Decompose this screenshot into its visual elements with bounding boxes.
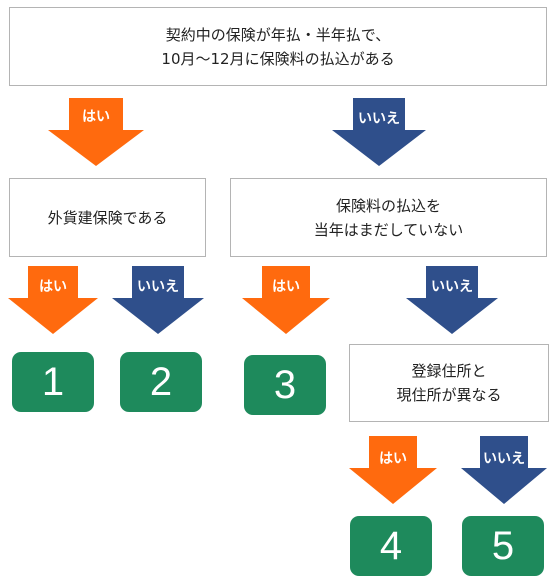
no-arrow-q2: いいえ <box>112 266 204 334</box>
yes-arrow-q1: はい <box>48 98 144 166</box>
yes-arrow-q1-shape <box>48 98 144 166</box>
yes-arrow-q3-label: はい <box>272 279 300 295</box>
question-box-3: 保険料の払込を 当年はまだしていない <box>230 178 547 257</box>
no-arrow-q1-label: いいえ <box>358 111 400 127</box>
question-box-1: 契約中の保険が年払・半年払で、 10月〜12月に保険料の払込がある <box>9 7 547 86</box>
no-arrow-q4-shape <box>461 436 547 504</box>
yes-arrow-q2: はい <box>8 266 98 334</box>
result-box-1: 1 <box>12 352 94 412</box>
question-box-2: 外貨建保険である <box>9 178 206 257</box>
yes-arrow-q4-shape <box>349 436 437 504</box>
no-arrow-q2-label: いいえ <box>137 279 179 295</box>
no-arrow-q1: いいえ <box>332 98 426 166</box>
no-arrow-q3: いいえ <box>406 266 498 334</box>
yes-arrow-q1-label: はい <box>82 109 110 125</box>
result-box-4: 4 <box>350 516 432 576</box>
yes-arrow-q2-shape <box>8 266 98 334</box>
no-arrow-q3-label: いいえ <box>431 279 473 295</box>
no-arrow-q1-shape <box>332 98 426 166</box>
result-box-5: 5 <box>462 516 544 576</box>
yes-arrow-q4: はい <box>349 436 437 504</box>
result-box-2: 2 <box>120 352 202 412</box>
yes-arrow-q3-shape <box>242 266 330 334</box>
result-box-3: 3 <box>244 355 326 415</box>
no-arrow-q3-shape <box>406 266 498 334</box>
question-box-4: 登録住所と 現住所が異なる <box>349 344 549 422</box>
no-arrow-q2-shape <box>112 266 204 334</box>
yes-arrow-q2-label: はい <box>39 279 67 295</box>
yes-arrow-q4-label: はい <box>379 451 407 467</box>
no-arrow-q4-label: いいえ <box>483 451 525 467</box>
no-arrow-q4: いいえ <box>461 436 547 504</box>
yes-arrow-q3: はい <box>242 266 330 334</box>
